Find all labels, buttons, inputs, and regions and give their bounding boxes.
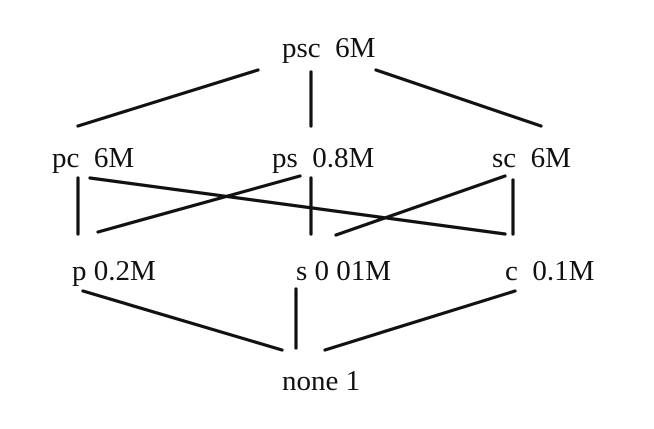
edges [76,68,543,352]
node-c: c 0.1M [505,255,594,287]
edge-sc-s [334,174,507,237]
node-sc: sc 6M [492,142,571,174]
node-s: s 0 01M [296,255,391,287]
node-none: none 1 [282,365,360,397]
node-pc: pc 6M [52,142,134,174]
node-labels: psc 6M pc 6M ps 0.8M sc 6M p 0.2M s 0 01… [52,32,594,397]
edge-c-none [323,289,517,352]
node-ps: ps 0.8M [272,142,374,174]
edge-psc-sc [374,68,543,128]
edge-ps-p [96,174,302,234]
edge-psc-pc [76,68,260,128]
node-p: p 0.2M [72,255,156,287]
edge-p-none [81,289,284,352]
edge-pc-c [88,176,507,236]
node-psc: psc 6M [282,32,375,64]
